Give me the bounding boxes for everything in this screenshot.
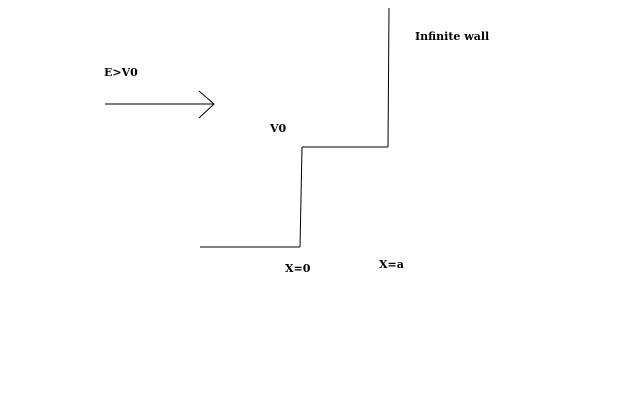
infinite-wall-label: Infinite wall	[415, 30, 490, 43]
incident-arrow	[105, 90, 215, 119]
step-riser-x0	[299, 146, 303, 248]
step-height-label: V0	[270, 122, 287, 135]
potential-profile	[200, 7, 390, 248]
x-zero-label: X=0	[285, 262, 311, 275]
arrow-head	[198, 90, 215, 119]
infinite-wall-line	[387, 7, 390, 148]
x-a-label: X=a	[379, 258, 404, 271]
energy-label: E>V0	[104, 66, 138, 79]
